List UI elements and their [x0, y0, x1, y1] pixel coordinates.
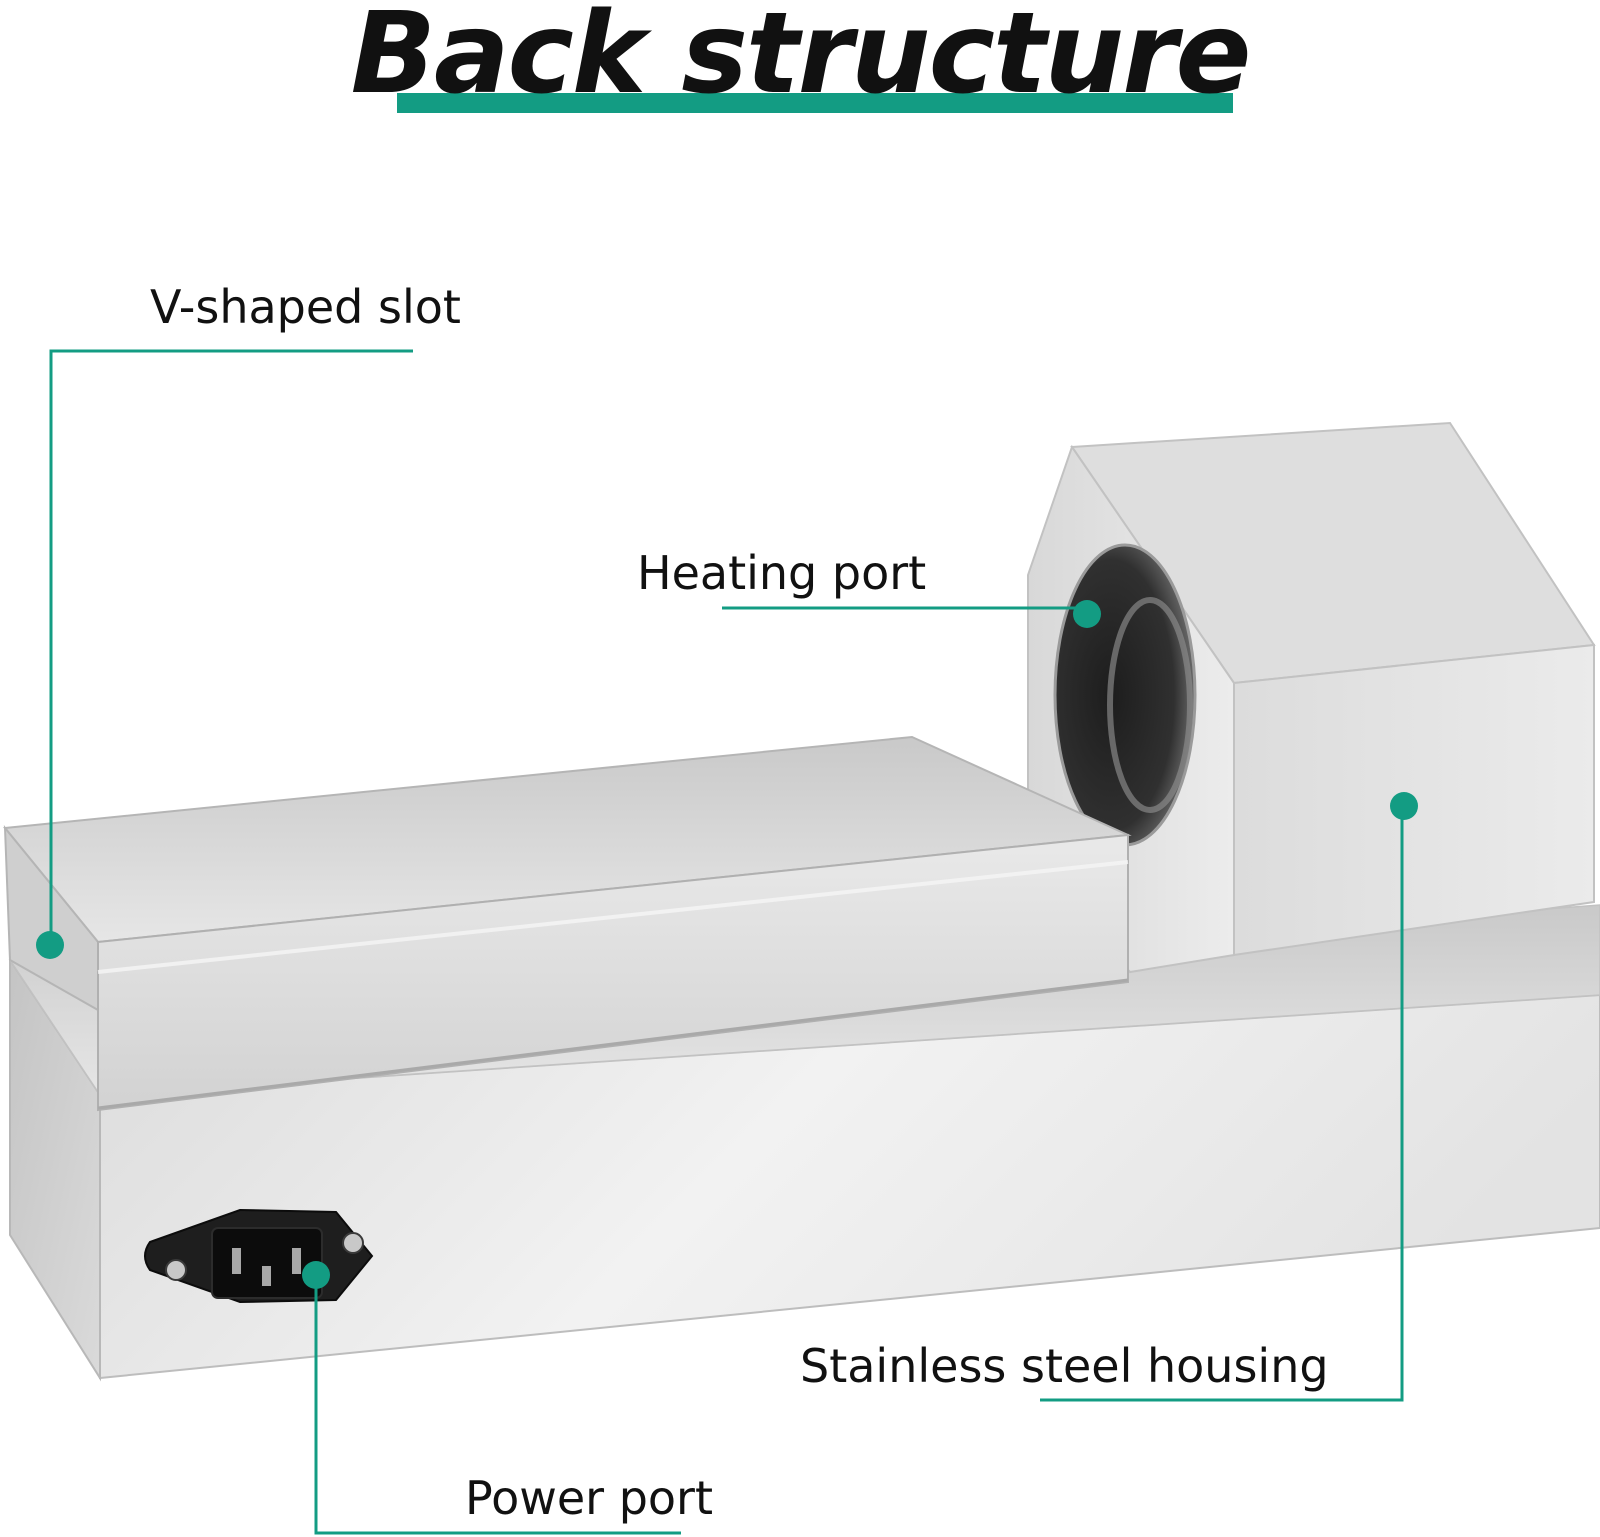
power-port-pin-left [232, 1248, 241, 1274]
power-port-socket [211, 1227, 323, 1299]
power-port-callout-line [314, 1275, 681, 1535]
v-slot-front-lip [97, 833, 1129, 1112]
v-slot-callout-line [49, 349, 413, 945]
page-title: Back structure [350, 0, 1252, 119]
callout-lines [49, 349, 1404, 1535]
power-port-label: Power port [465, 1471, 713, 1525]
v-slot-lip-edge [97, 978, 1129, 1110]
power-port-callout-dot [302, 1261, 330, 1289]
power-port-pin-right [292, 1248, 301, 1274]
housing-callout-dot [1390, 792, 1418, 820]
v-slot-label: V-shaped slot [150, 280, 461, 334]
heating-port-label: Heating port [637, 546, 927, 600]
heating-port-inner-rim [1107, 597, 1193, 813]
housing-callout-line [1040, 806, 1404, 1402]
heating-port-callout-dot [1073, 600, 1101, 628]
housing-label: Stainless steel housing [800, 1339, 1329, 1393]
power-port-screw-left [165, 1259, 187, 1281]
title-underline [397, 93, 1233, 113]
power-port-pin-mid [262, 1266, 271, 1286]
heating-port-opening [1053, 543, 1197, 847]
v-slot-callout-dot [36, 931, 64, 959]
power-port-screw-right [342, 1232, 364, 1254]
v-slot-lip-crease [97, 860, 1129, 974]
